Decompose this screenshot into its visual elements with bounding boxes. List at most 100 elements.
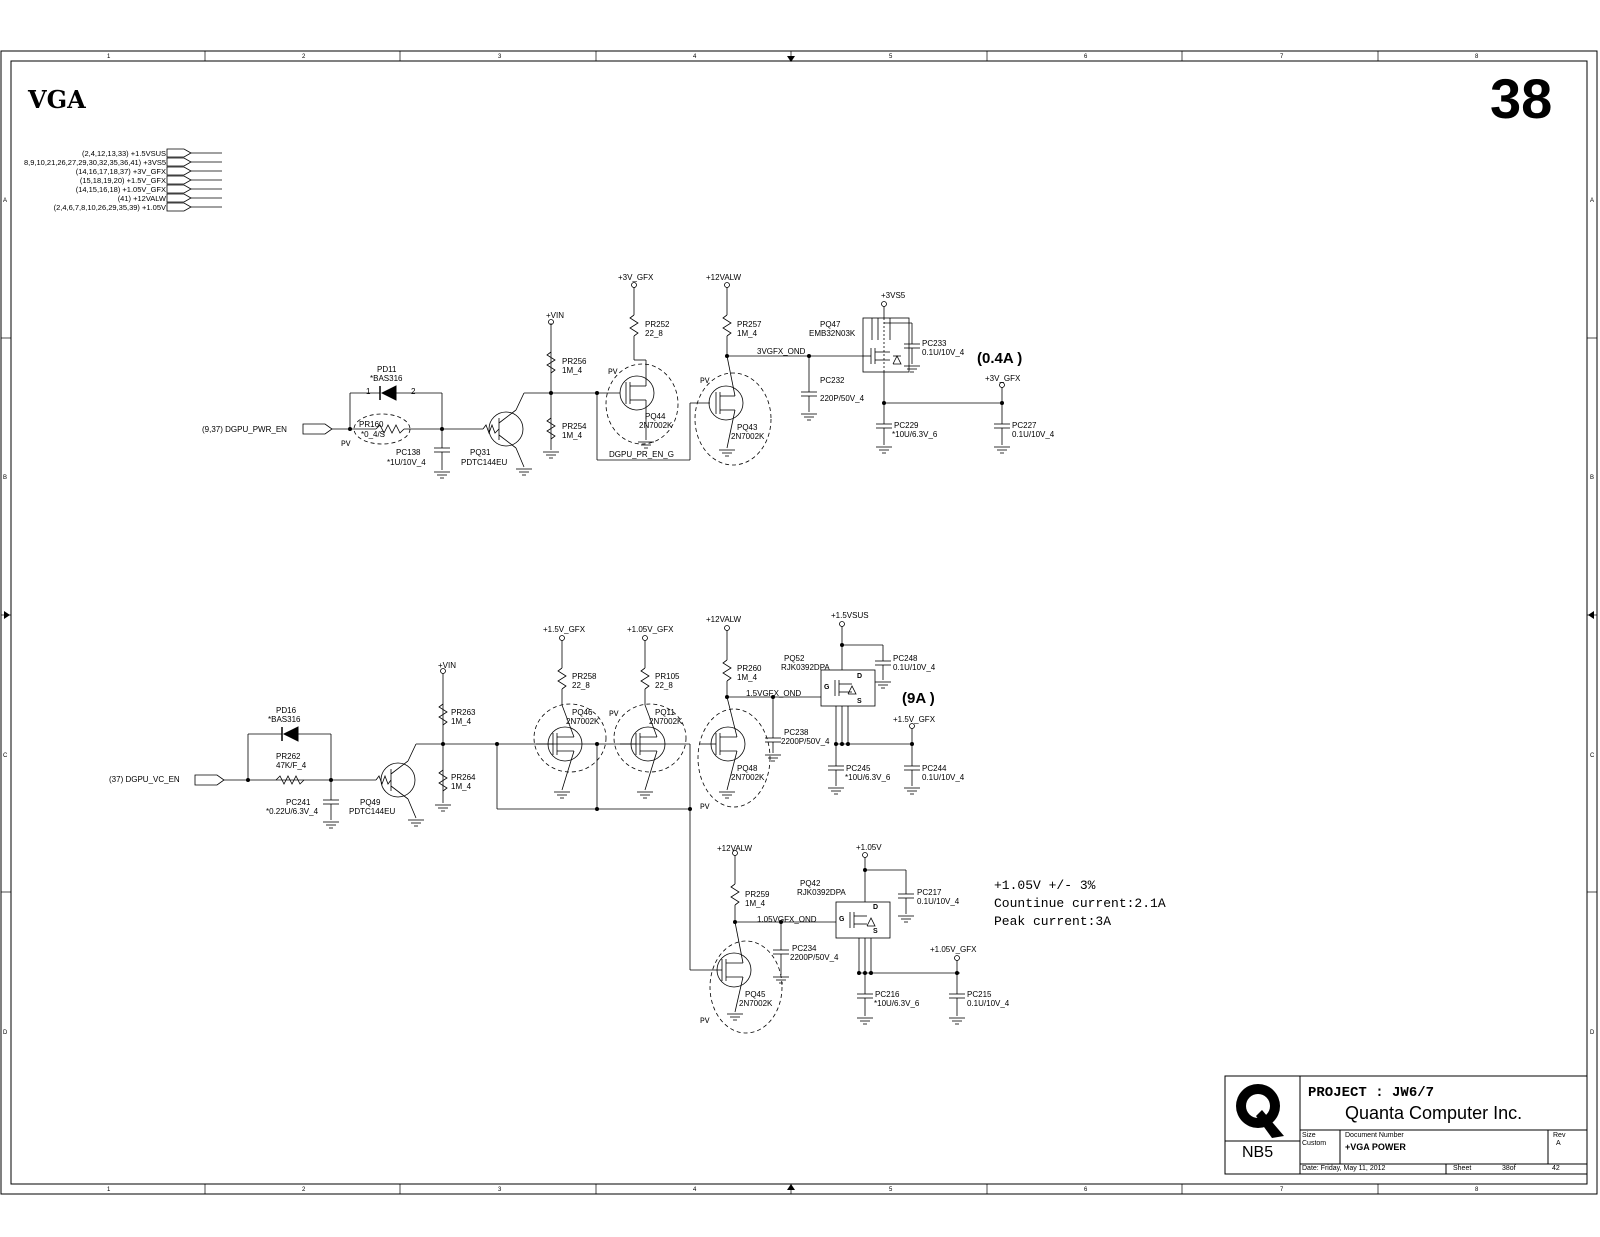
pd11-pin1: 1 [366, 387, 371, 396]
col-marker-3-bottom: 3 [498, 1187, 502, 1193]
pv-label: PV [608, 368, 618, 377]
pv-label: PV [700, 1017, 710, 1026]
pv-label: PV [700, 803, 710, 812]
mid-section-wiring [194, 621, 920, 970]
pq42-gate-label: G [839, 916, 845, 923]
out-rail-top: +3V_GFX [985, 374, 1021, 383]
rail-name: +3VS5 [143, 158, 166, 167]
pd16-ref: PD16 [276, 706, 297, 715]
rail-connectors [166, 148, 222, 212]
current-top: (0.4A ) [977, 350, 1023, 367]
pq42-source-label: S [873, 928, 878, 935]
input-refs: (9,37) [202, 425, 223, 434]
pq52-source-label: S [857, 698, 862, 705]
pd11-pin2: 2 [411, 387, 416, 396]
pc245-value: *10U/6.3V_6 [845, 773, 891, 782]
top-input-refs: (9,37) DGPU_PWR_EN [202, 425, 287, 434]
rail-row: (2,4,12,13,33) +1.5VSUS [0, 149, 166, 158]
pr263-value: 1M_4 [451, 717, 472, 726]
pc238-ref: PC238 [784, 728, 809, 737]
pc227-value: 0.1U/10V_4 [1012, 430, 1055, 439]
col-marker-5: 5 [889, 54, 893, 60]
bot-junctions [733, 868, 959, 975]
pq46-ref: PQ46 [572, 708, 593, 717]
col-marker-6: 6 [1084, 54, 1088, 60]
pc215-ref: PC215 [967, 990, 992, 999]
pc229-ref: PC229 [894, 421, 919, 430]
input-signal: DGPU_PWR_EN [225, 425, 287, 434]
pc233-value: 0.1U/10V_4 [922, 348, 965, 357]
pq43-value: 2N7002K [731, 432, 765, 441]
rail-12v-mid: +12VALW [706, 615, 742, 624]
pc234-value: 2200P/50V_4 [790, 953, 839, 962]
rail-name: +3V_GFX [132, 167, 166, 176]
net-105vgfx-ond: 1.05VGFX_OND [757, 915, 817, 924]
input-refs: (37) [109, 775, 124, 784]
rail-12v-bot: +12VALW [717, 844, 753, 853]
rail-refs: (15,18,19,20) [79, 176, 125, 185]
mid-pq52-body [834, 680, 857, 696]
vin-top: +VIN [546, 311, 565, 320]
row-marker-b: B [3, 475, 8, 481]
pq11-ref: PQ11 [655, 708, 675, 717]
col-marker-6-bottom: 6 [1084, 1187, 1088, 1193]
pr256-ref: PR256 [562, 357, 587, 366]
pd16-value: *BAS316 [268, 715, 301, 724]
rail-105: +1.05V [856, 843, 882, 852]
pr256-value: 1M_4 [562, 366, 583, 375]
pq43-ref: PQ43 [737, 423, 758, 432]
pq52-gate-label: G [824, 684, 830, 691]
row-marker-c: C [3, 753, 8, 759]
pd16-diode [281, 726, 299, 742]
pq42-value: RJK0392DPA [797, 888, 846, 897]
size-label: Size [1302, 1132, 1316, 1139]
bot-section-wiring [690, 850, 965, 1016]
size-value: Custom [1302, 1140, 1327, 1147]
col-marker-7-bottom: 7 [1280, 1187, 1284, 1193]
current-mid: (9A ) [902, 690, 935, 707]
pq47-ref: PQ47 [820, 320, 841, 329]
col-marker-8: 8 [1475, 54, 1479, 60]
sheet-total: 42 [1552, 1165, 1560, 1172]
rail-3vgfx-top: +3V_GFX [618, 273, 654, 282]
pv-label: PV [341, 440, 351, 449]
sheet-value: 38 [1502, 1165, 1510, 1172]
pq52-drain-label: D [857, 673, 863, 680]
pd11-value: *BAS316 [370, 374, 403, 383]
rail-name: +1.05V_GFX [122, 185, 166, 194]
pq31-value: PDTC144EU [461, 458, 508, 467]
zone-ticks [1, 51, 1597, 1194]
inner-border [10, 60, 1588, 1185]
pq52-ref: PQ52 [784, 654, 805, 663]
pr260-ref: PR260 [737, 664, 762, 673]
rail-row: 8,9,10,21,26,27,29,30,32,35,36,41) +3VS5 [0, 158, 166, 167]
pr264-value: 1M_4 [451, 782, 472, 791]
pq42-drain-label: D [873, 904, 879, 911]
bot-grounds [727, 915, 965, 1025]
mid-grounds [323, 681, 920, 829]
pr262-value: 47K/F_4 [276, 761, 307, 770]
pd11-diode [379, 385, 397, 401]
sheet-title: VGA [28, 85, 86, 114]
pc234-ref: PC234 [792, 944, 817, 953]
sheet-of: 38of [1502, 1165, 1516, 1173]
col-marker-1: 1 [107, 54, 111, 60]
top-section-wiring [302, 282, 1010, 470]
pv-label: PV [609, 710, 619, 719]
pr258-ref: PR258 [572, 672, 597, 681]
rail-refs: (2,4,6,7,8,10,26,29,35,39) [53, 203, 140, 212]
out-rail-mid: +1.5V_GFX [893, 715, 936, 724]
col-marker-5-bottom: 5 [889, 1187, 893, 1193]
pc241-value: *0.22U/6.3V_4 [266, 807, 319, 816]
pr105-value: 22_8 [655, 681, 673, 690]
pq45-ref: PQ45 [745, 990, 766, 999]
note-peak-current: Peak current:3A [994, 914, 1112, 929]
pr262-ref: PR262 [276, 752, 301, 761]
pq42-ref: PQ42 [800, 879, 821, 888]
rail-row: (14,15,16,18) +1.05V_GFX [0, 185, 166, 194]
pr258-value: 22_8 [572, 681, 590, 690]
pc248-ref: PC248 [893, 654, 918, 663]
pr257-ref: PR257 [737, 320, 762, 329]
pq49-value: PDTC144EU [349, 807, 396, 816]
rail-row: (14,16,17,18,37) +3V_GFX [0, 167, 166, 176]
